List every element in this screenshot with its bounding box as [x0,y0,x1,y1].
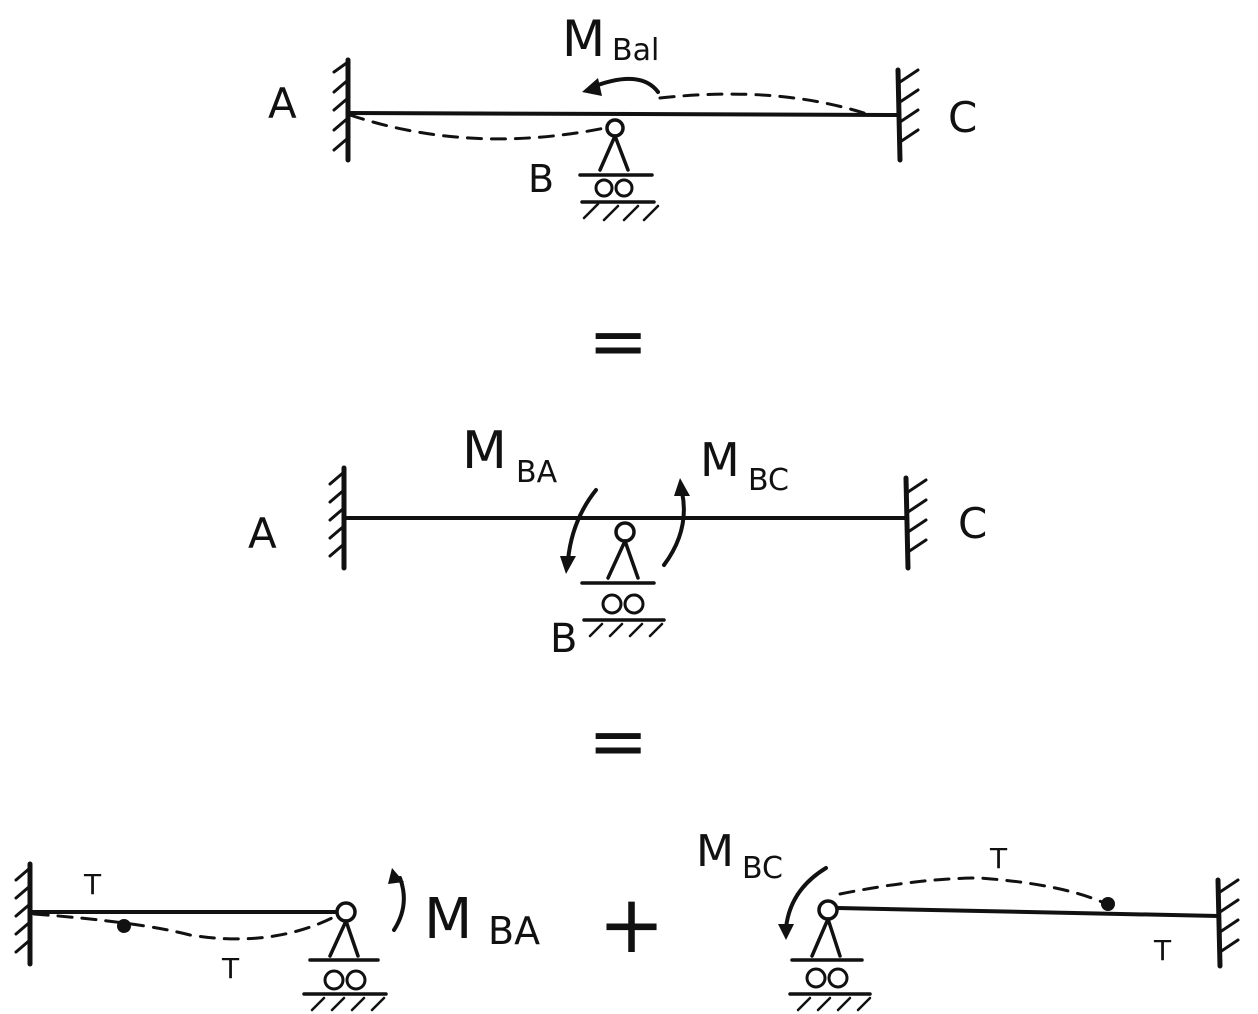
label-a: A [268,79,297,128]
moment-ba-main: M [462,421,507,481]
deflected-shape-bc [658,92,872,117]
beam-ac [346,111,900,117]
fixed-support-a [328,465,347,571]
fixed-support-c [903,475,928,571]
roller-support-left [302,901,388,1012]
moment-arrow-bc-right [778,866,828,940]
moment-arrow-bal [582,76,660,96]
moment-arrow-ba [560,488,598,574]
inflection-point [117,919,131,933]
roller-support-b [580,521,666,638]
t-label-bottom: T [221,952,240,985]
panel-end-moments: A B C M BA M BC [248,421,987,662]
moment-ba-sub: BA [516,455,558,490]
moment-arrow-bc [662,478,690,567]
beam-right [836,906,1220,918]
fixed-support-c [895,67,920,163]
moment-bc-sub: BC [742,851,783,886]
panel-balanced-beam: A B C M Bal [268,10,977,222]
deflected-shape-left [32,912,334,941]
moment-bc-main: M [700,433,740,487]
moment-label-main: M [562,10,605,68]
inflection-point [1101,897,1115,911]
plus-sign: + [598,878,665,971]
label-b: B [550,616,577,662]
fixed-support-left [14,861,33,967]
deflected-shape-right [838,876,1104,904]
fixed-support-right [1215,877,1240,969]
moment-bc-main: M [696,826,734,877]
roller-support-right [788,899,872,1012]
label-a: A [248,509,277,558]
equals-sign: = [588,299,648,383]
fixed-support-a [332,57,351,163]
moment-bc-sub: BC [748,463,789,498]
deflected-shape-ab [348,113,607,141]
t-label-top: T [989,842,1008,875]
panel-left-subproblem: T T M BA [14,861,540,1012]
t-label-bottom: T [1153,934,1172,967]
moment-ba-main: M [424,887,472,952]
label-b: B [528,157,554,201]
roller-support-b [578,118,660,222]
moment-label-sub: Bal [612,33,659,68]
moment-arrow-ba-left [388,868,406,932]
label-c: C [948,93,977,142]
panel-right-subproblem: M BC T T [696,826,1240,1012]
equals-sign: = [588,699,648,783]
moment-ba-sub: BA [488,909,540,953]
label-c: C [958,499,987,548]
t-label-top: T [83,868,102,901]
